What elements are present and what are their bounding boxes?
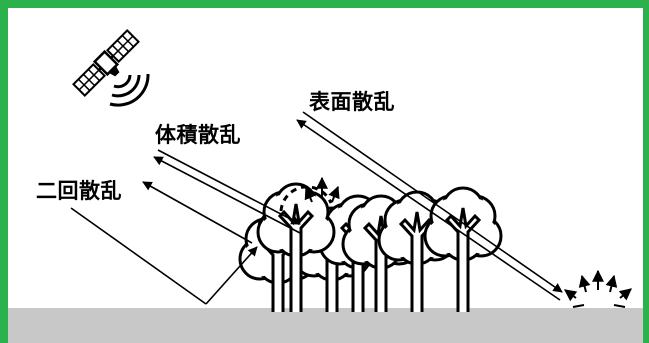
surface-scattering-label: 表面散乱	[309, 90, 395, 114]
satellite-icon	[72, 29, 140, 97]
forest	[238, 182, 503, 312]
double-bounce-rays	[70, 181, 258, 305]
tree-icon	[423, 186, 503, 312]
surface-scatter-burst-icon	[564, 269, 632, 308]
ground	[8, 308, 643, 343]
tree-icon	[256, 182, 336, 312]
radar-wave-icon	[109, 73, 150, 107]
surface-scattering-rays	[296, 111, 563, 301]
volume-scattering-label: 体積散乱	[155, 123, 241, 147]
volume-scattering-rays	[153, 149, 301, 234]
double-bounce-scattering-label: 二回散乱	[36, 179, 122, 203]
volume-scatter-burst-icon	[304, 176, 340, 203]
volume-scatter-ring	[279, 185, 333, 212]
